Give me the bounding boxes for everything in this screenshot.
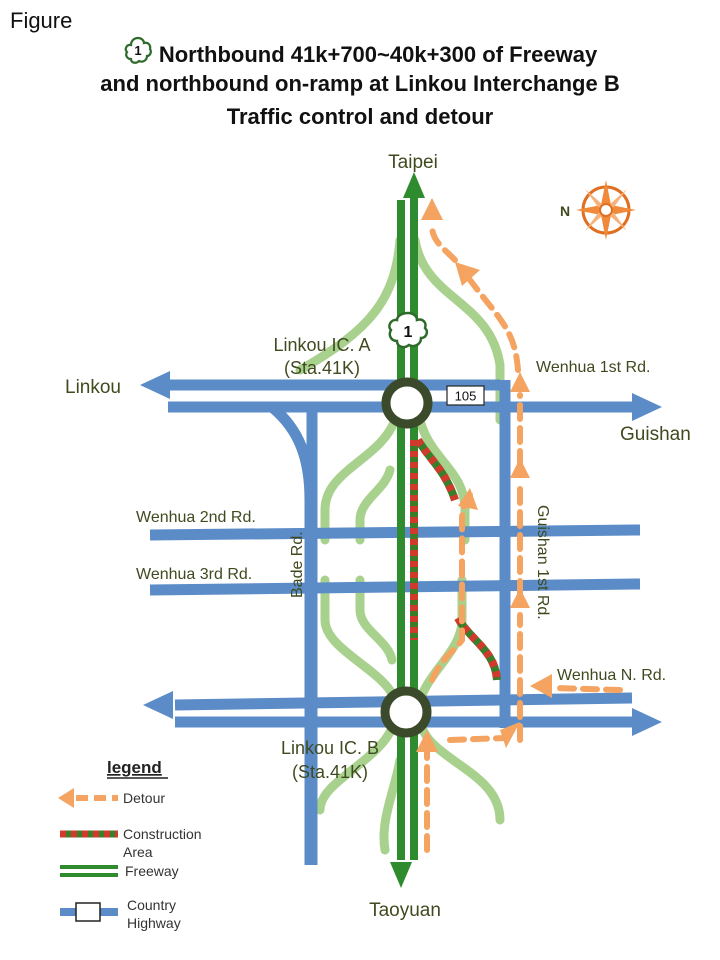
detour-north [467, 277, 521, 373]
title-shield-number: 1 [134, 43, 141, 58]
ramp-w-a [320, 415, 400, 545]
legend-freeway-label: Freeway [125, 863, 179, 879]
label-ic-a-name: Linkou IC. A [273, 335, 370, 355]
wenhua-n-east-head [632, 708, 662, 736]
wenhua-1st-west-head [140, 371, 170, 399]
legend-highway-swatch [60, 902, 118, 922]
freeway-south-arrow [390, 862, 412, 888]
detour-north-2 [429, 222, 458, 263]
figure-label: Figure [10, 8, 73, 33]
route-105-sign: 105 [446, 385, 485, 406]
wenhua-n-west-head [143, 691, 173, 719]
ramp-inner-wb [355, 575, 397, 665]
title-line-1: 1 Northbound 41k+700~40k+300 of Freeway [0, 36, 720, 68]
ramps [295, 235, 505, 855]
ramp-se-b [415, 715, 505, 825]
bade-curve [268, 402, 316, 865]
ramp-w-b [320, 575, 400, 705]
legend-title: legend [107, 758, 162, 777]
detour-bottom [447, 735, 508, 743]
legend-detour-swatch [58, 788, 118, 808]
ramp-sw-b [315, 715, 400, 815]
legend-construction-label-2: Area [123, 844, 153, 860]
ramp-ne-a [410, 235, 505, 425]
freeway-north-arrow [403, 172, 425, 198]
compass-icon [576, 180, 636, 240]
label-taipei: Taipei [388, 152, 438, 173]
label-ic-b-sta: (Sta.41K) [292, 762, 368, 782]
legend-freeway-swatch [60, 865, 118, 877]
legend-highway-label-2: Highway [127, 915, 181, 931]
route-105-label: 105 [455, 389, 477, 404]
label-wenhua-2nd: Wenhua 2nd Rd. [136, 509, 256, 526]
wenhua-1st-east-head [632, 393, 662, 421]
ramp-e-b [415, 575, 467, 705]
legend-detour-label: Detour [123, 790, 165, 806]
detour-wenhua-n [552, 685, 623, 693]
label-guishan: Guishan [620, 424, 691, 445]
wenhua-2nd-line [149, 524, 641, 541]
label-taoyuan: Taoyuan [369, 900, 441, 921]
label-wenhua-3rd: Wenhua 3rd Rd. [136, 566, 252, 583]
legend-construction-label-1: Construction [123, 826, 202, 842]
legend: legend Detour Construction Area Freeway … [58, 758, 202, 931]
detour-arrowheads [416, 198, 552, 752]
freeway-shield-icon: 1 [124, 36, 152, 64]
title-text-1: Northbound 41k+700~40k+300 of Freeway [158, 42, 598, 67]
label-linkou: Linkou [65, 377, 121, 398]
label-bade-rd: Bade Rd. [289, 531, 306, 598]
map-shield-number: 1 [404, 324, 413, 341]
title-line-2: and northbound on-ramp at Linkou Interch… [100, 71, 620, 96]
label-wenhua-1st: Wenhua 1st Rd. [536, 359, 650, 376]
label-ic-b-name: Linkou IC. B [281, 738, 379, 758]
label-ic-a-sta: (Sta.41K) [284, 358, 360, 378]
legend-highway-label-1: Country [127, 897, 176, 913]
interchange-a-circle [381, 377, 433, 429]
label-wenhua-n: Wenhua N. Rd. [557, 667, 666, 684]
compass-label: N [560, 203, 570, 219]
country-highways [140, 371, 662, 865]
detour-routes [424, 222, 623, 853]
ramp-inner-wa [355, 465, 395, 545]
title-line-3: Traffic control and detour [226, 104, 494, 129]
wenhua-3rd-line [149, 578, 641, 596]
label-guishan-1st: Guishan 1st Rd. [534, 505, 551, 620]
interchange-b-circle [380, 686, 432, 738]
map-freeway-shield-icon: 1 [388, 311, 429, 349]
